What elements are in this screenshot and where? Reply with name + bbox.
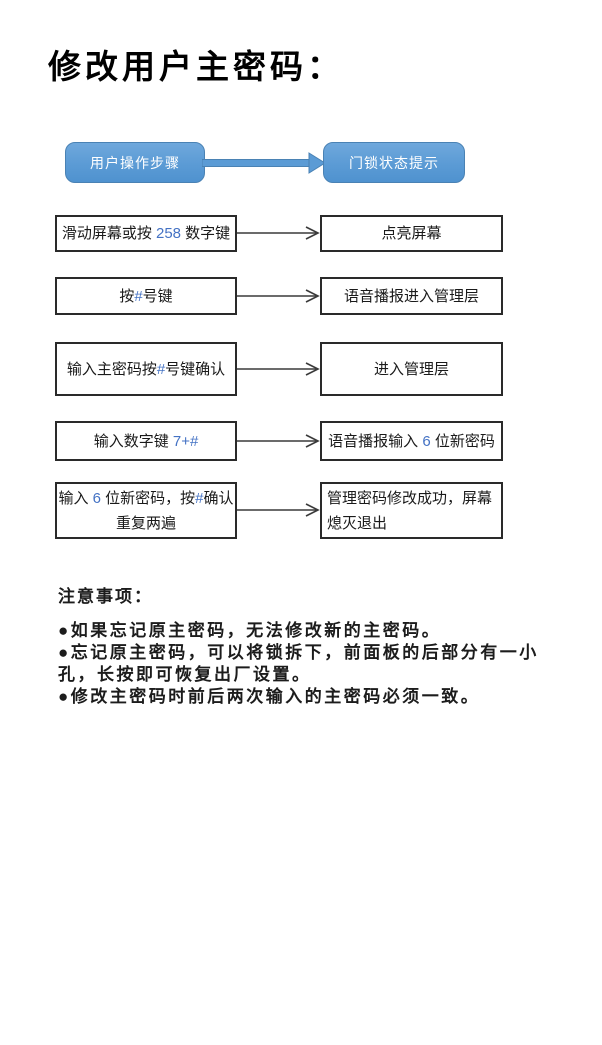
flow-step-4-action-box: 输入数字键 7+# (55, 421, 237, 461)
flow-step-4-action-text: 输入数字键 7+# (93, 432, 199, 450)
flow-step-3-action-box: 输入主密码按#号键确认 (55, 342, 237, 396)
flow-header-lock-status: 门锁状态提示 (323, 142, 465, 183)
flow-header-user-steps-label: 用户操作步骤 (90, 154, 180, 171)
flow-step-1-action-text: 滑动屏幕或按 258 数字键 (61, 225, 231, 242)
flow-step-3-result-text: 进入管理层 (373, 360, 449, 378)
page-title: 修改用户主密码： (48, 48, 344, 85)
notes-list: ●如果忘记原主密码，无法修改新的主密码。 ●忘记原主密码，可以将锁拆下，前面板的… (58, 620, 563, 708)
flow-step-3-result-box: 进入管理层 (320, 342, 503, 396)
note-bullet-3: ●修改主密码时前后两次输入的主密码必须一致。 (58, 687, 481, 706)
flow-step-5-action-text-line2: 重复两遍 (115, 514, 176, 532)
flow-step-5-action-box: 输入 6 位新密码，按#确认 重复两遍 (55, 482, 237, 539)
flow-step-1-result-text: 点亮屏幕 (381, 225, 442, 242)
flow-step-5-action-text-line1: 输入 6 位新密码，按#确认 (58, 489, 234, 507)
flow-step-5-result-text-line2: 熄灭退出 (327, 514, 388, 532)
note-bullet-2: ●忘记原主密码，可以将锁拆下，前面板的后部分有一小孔，长按即可恢复出厂设置。 (58, 643, 539, 684)
flow-arrow-4 (237, 434, 320, 448)
flow-arrow-3 (237, 362, 320, 376)
flow-arrow-5 (237, 503, 320, 517)
flow-step-1-action-box: 滑动屏幕或按 258 数字键 (55, 215, 237, 252)
flow-step-2-result-text: 语音播报进入管理层 (343, 287, 479, 305)
flow-header-lock-status-label: 门锁状态提示 (349, 154, 439, 171)
flow-step-2-action-box: 按#号键 (55, 277, 237, 315)
flow-step-1-result-box: 点亮屏幕 (320, 215, 503, 252)
flow-step-5-result-text-line1: 管理密码修改成功，屏幕 (327, 489, 493, 507)
notes-heading: 注意事项： (58, 587, 153, 606)
flow-step-4-result-text: 语音播报输入 6 位新密码 (328, 432, 495, 450)
flow-step-2-action-text: 按#号键 (119, 287, 173, 305)
flow-step-5-result-box: 管理密码修改成功，屏幕 熄灭退出 (320, 482, 503, 539)
flow-step-2-result-box: 语音播报进入管理层 (320, 277, 503, 315)
flow-arrow-1 (237, 226, 320, 240)
flow-header-user-steps: 用户操作步骤 (65, 142, 205, 183)
flow-step-3-action-text: 输入主密码按#号键确认 (66, 360, 226, 378)
note-bullet-1: ●如果忘记原主密码，无法修改新的主密码。 (58, 621, 442, 640)
header-arrow (202, 152, 326, 174)
flow-step-4-result-box: 语音播报输入 6 位新密码 (320, 421, 503, 461)
flow-arrow-2 (237, 289, 320, 303)
